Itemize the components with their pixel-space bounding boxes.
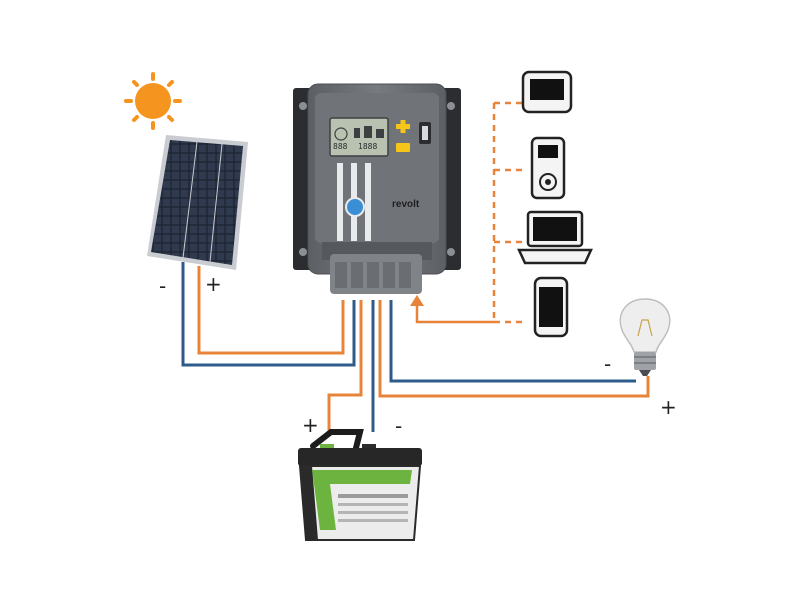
light-bulb-icon: [619, 298, 671, 376]
battery-positive-wire: [327, 300, 363, 432]
lcd-right-readout: 1888: [358, 142, 378, 151]
smartphone-icon: [533, 276, 569, 338]
battery-negative-label: -: [395, 414, 403, 438]
brand-logo: revolt: [392, 199, 420, 210]
solar-panel-icon: [147, 135, 248, 270]
laptop-icon: [517, 210, 593, 265]
panel-positive-wire: [197, 266, 345, 355]
panel-negative-label: -: [159, 274, 167, 298]
usb-arrow-line: [415, 304, 494, 324]
wires: [181, 262, 650, 432]
usb-dashed-lines: [492, 101, 522, 324]
load-positive-wire: [378, 300, 650, 398]
lcd-left-readout: 888: [333, 142, 348, 151]
battery-positive-label: +: [302, 413, 319, 437]
mp3-player-icon: [530, 136, 566, 200]
sun-icon: [124, 72, 182, 130]
load-negative-wire: [389, 300, 636, 383]
status-led: [345, 197, 365, 217]
panel-positive-label: +: [205, 272, 222, 296]
load-negative-label: -: [604, 352, 612, 376]
panel-negative-wire: [181, 262, 356, 367]
tablet-icon: [521, 70, 573, 114]
usb-arrow-head: [410, 295, 424, 306]
battery-icon: [298, 429, 422, 541]
charge-controller-icon: [293, 83, 461, 294]
controller-button-minus[interactable]: [396, 143, 410, 152]
load-positive-label: +: [660, 395, 677, 419]
